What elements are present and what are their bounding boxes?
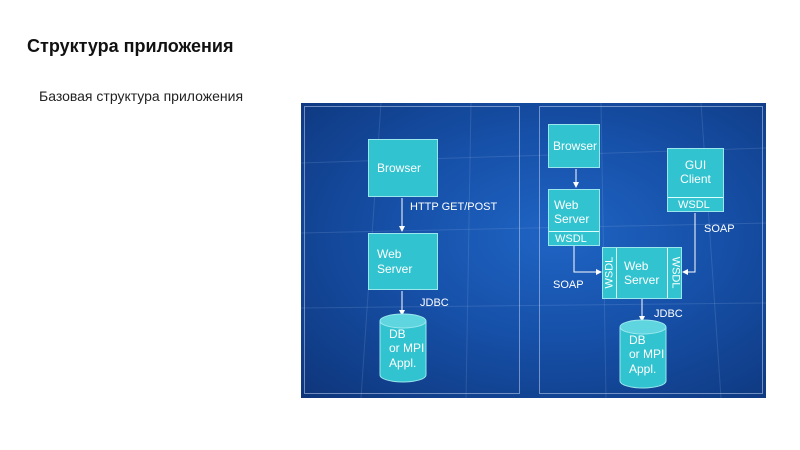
web-server-node-top: Web Server WSDL <box>548 189 600 246</box>
db-cylinder-right: DB or MPI Appl. <box>619 319 667 389</box>
wsdl-tab-gui: WSDL <box>668 197 723 211</box>
db-cylinder-icon <box>619 319 667 389</box>
jdbc-label-right: JDBC <box>654 308 683 320</box>
connector-lines <box>399 169 696 322</box>
architecture-diagram: Browser HTTP GET/POST Web Server JDBC DB… <box>301 103 766 398</box>
wsdl-tab-top: WSDL <box>549 231 599 245</box>
db-label: DB or MPI Appl. <box>389 327 425 370</box>
web-server-node-left: Web Server <box>368 233 438 290</box>
db-cylinder-left: DB or MPI Appl. <box>379 313 427 383</box>
left-diagram-frame <box>304 106 520 394</box>
slide-subtitle: Базовая структура приложения <box>39 88 244 104</box>
browser-node-left: Browser <box>368 139 438 197</box>
http-get-post-label: HTTP GET/POST <box>410 201 498 213</box>
db-cylinder-icon <box>379 313 427 383</box>
browser-label: Browser <box>377 160 422 175</box>
web-server-label: Web Server <box>377 247 413 276</box>
db-label: DB or MPI Appl. <box>629 333 665 376</box>
right-soap-left-arrow <box>573 246 602 275</box>
gui-client-node: GUI Client WSDL <box>667 148 724 212</box>
slide-title: Структура приложения <box>27 36 234 56</box>
web-server-label: Web Server <box>554 198 590 227</box>
wsdl-tab-right: WSDL <box>667 248 681 298</box>
soap-label-right: SOAP <box>704 223 735 235</box>
soap-label-left: SOAP <box>553 279 584 291</box>
right-soap-right-arrow <box>682 213 696 275</box>
right-diagram-frame <box>539 106 763 394</box>
jdbc-label-left: JDBC <box>420 297 449 309</box>
wsdl-tab-left: WSDL <box>603 248 617 298</box>
web-server-label: Web Server <box>624 258 660 287</box>
browser-node-right: Browser <box>548 124 600 168</box>
web-server-node-center: WSDL Web Server WSDL <box>602 247 682 299</box>
gui-client-label: GUI Client <box>680 158 711 187</box>
browser-label: Browser <box>553 138 598 153</box>
